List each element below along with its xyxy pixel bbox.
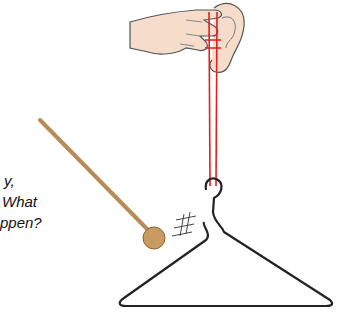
mallet-head xyxy=(143,227,165,249)
caption-text: y, xyxy=(4,172,15,190)
finger-lines xyxy=(180,20,202,46)
string xyxy=(216,12,217,186)
hanger-hook xyxy=(206,178,222,212)
sound-marks xyxy=(172,212,196,236)
string-wrap xyxy=(205,40,221,48)
ear-fold xyxy=(222,17,235,48)
coat-hanger xyxy=(120,212,332,306)
caption-text: What xyxy=(2,193,37,211)
mallet-stick xyxy=(40,120,150,232)
string xyxy=(209,12,210,186)
caption-text: ppen? xyxy=(0,214,42,232)
hand xyxy=(130,10,221,54)
